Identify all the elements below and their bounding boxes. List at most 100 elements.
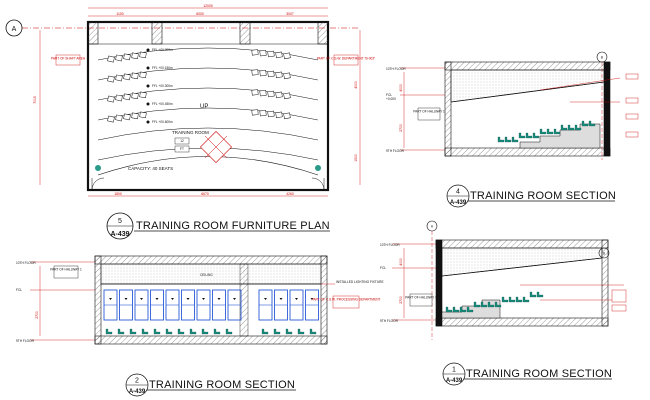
- sec2-title-sheet: A-439: [129, 389, 146, 395]
- furniture-plan: A 12000 1100 6000 3007 7015 4000 1500: [5, 4, 375, 240]
- seat-icon: [267, 70, 275, 78]
- seat-icon: [139, 51, 147, 59]
- sec4-title-sheet: A-439: [450, 200, 467, 206]
- sec2-title-number: 2: [135, 378, 139, 385]
- seat-icon: [115, 114, 123, 122]
- sec4-grid-bubble-label: B: [601, 56, 603, 60]
- seat-icon: [189, 328, 197, 335]
- seat-icon: [131, 72, 139, 80]
- seat-icon: [123, 53, 131, 61]
- room-tag-b: FT: [180, 147, 184, 151]
- seat-icon: [115, 54, 123, 62]
- sec1-grid-bubble-label: A: [431, 225, 434, 229]
- seat-icon: [473, 301, 481, 308]
- sec1-level-bottom: 9TH FLOOR: [380, 319, 399, 323]
- seat-icon: [267, 110, 275, 118]
- seat-icon: [131, 92, 139, 100]
- seat-icon: [567, 124, 575, 131]
- sec4-level-bottom: 9TH FLOOR: [386, 149, 405, 153]
- sec2-part-right: PART OF C.S.W. PROCESSING DEPARTMENT: [312, 298, 381, 302]
- row-level-2: FFL +00.150m: [152, 66, 173, 70]
- seat-icon: [261, 328, 269, 335]
- sec1-dim-b: 2700: [399, 296, 403, 304]
- sec1-title-sheet: A-439: [446, 378, 463, 384]
- seat-icon: [225, 328, 233, 335]
- sec2-title: TRAINING ROOM SECTION: [149, 379, 295, 391]
- seat-icon: [560, 124, 568, 131]
- seat-icon: [497, 136, 505, 143]
- plan-seat-group: [107, 49, 291, 123]
- row-level-5: FFL +00.600m: [152, 120, 173, 124]
- sec4-seat-group: [497, 120, 596, 143]
- seat-icon: [588, 120, 596, 127]
- seat-icon: [581, 120, 589, 127]
- seat-icon: [177, 328, 185, 335]
- seat-icon: [107, 75, 115, 83]
- sec1-dim-a: 4000: [399, 258, 403, 266]
- sec2-level-top: 10TH FLOOR: [16, 261, 36, 265]
- plan-title-number: 5: [118, 218, 122, 225]
- sec4-level-fcl: FCL: [386, 93, 392, 97]
- plan-part-left: PART OF SHAFT AREA: [51, 57, 86, 61]
- seat-icon: [259, 90, 267, 97]
- seat-icon: [123, 93, 131, 101]
- seat-icon: [283, 92, 291, 100]
- seat-icon: [115, 94, 123, 102]
- plan-total-dim: 12000: [203, 4, 213, 8]
- sec2-seat-group: [105, 328, 317, 335]
- grid-bubble-a-label: A: [12, 26, 17, 33]
- seat-icon: [251, 89, 259, 96]
- seat-icon: [251, 109, 259, 116]
- seat-icon: [297, 328, 305, 335]
- seat-icon: [283, 112, 291, 120]
- seat-icon: [131, 52, 139, 60]
- sec2-dim-a: 2700: [35, 311, 39, 319]
- seat-icon: [511, 136, 519, 143]
- seat-icon: [522, 296, 530, 303]
- seat-icon: [267, 50, 275, 58]
- seat-icon: [213, 328, 221, 335]
- seat-icon: [129, 328, 137, 335]
- sec2-ceiling: CEILING: [200, 273, 213, 277]
- sec1-seat-group: [445, 291, 544, 313]
- plan-bottom-right-dim: 4260: [286, 192, 294, 196]
- seat-icon: [201, 328, 209, 335]
- seat-icon: [275, 71, 283, 79]
- sec1-part-of: PART OF HALLWAY 1: [405, 296, 437, 300]
- plan-bottom-mid-dim: 6670: [201, 192, 209, 196]
- plan-bottom-left-dim: 1800: [114, 192, 122, 196]
- door-left-icon: [91, 165, 105, 191]
- seat-icon: [459, 306, 467, 313]
- sec4-title-number: 4: [456, 189, 460, 196]
- up-label: UP: [200, 104, 208, 110]
- sec2-note-right: INSTALLED LIGHTING FIXTURE: [336, 280, 384, 284]
- seat-icon: [487, 301, 495, 308]
- plan-right-dim: 3007: [286, 12, 294, 16]
- sec4-dim-a: 4000: [399, 84, 403, 92]
- seat-icon: [275, 111, 283, 119]
- plan-side-dim-right: 4000: [354, 81, 358, 89]
- section-4: B 10TH FLOOR FCL +0.000 9TH FLOOR 4000 2…: [386, 51, 639, 208]
- seat-icon: [275, 51, 283, 59]
- plan-part-right: PART OF C.S.W. DEPARTMENT "B-003": [317, 57, 375, 61]
- seat-icon: [267, 90, 275, 98]
- seat-icon: [115, 74, 123, 82]
- plan-side-dim-left: 7015: [33, 96, 37, 104]
- seat-icon: [107, 115, 115, 123]
- seat-icon: [445, 306, 453, 313]
- sec4-level-top: 10TH FLOOR: [386, 67, 406, 71]
- seat-icon: [539, 128, 547, 135]
- row-level-3: FFL +00.300m: [152, 84, 173, 88]
- plan-title-sheet: A-439: [110, 231, 129, 238]
- seat-icon: [131, 112, 139, 120]
- seat-icon: [525, 132, 533, 139]
- seat-icon: [532, 132, 540, 139]
- sec2-glass-partitions: [103, 289, 319, 321]
- seat-icon: [536, 291, 544, 298]
- plan-side-dim-right-b: 1500: [354, 154, 358, 162]
- seat-icon: [123, 73, 131, 81]
- seat-icon: [139, 111, 147, 119]
- sec1-level-top: 10TH FLOOR: [380, 243, 400, 247]
- seat-icon: [480, 301, 488, 308]
